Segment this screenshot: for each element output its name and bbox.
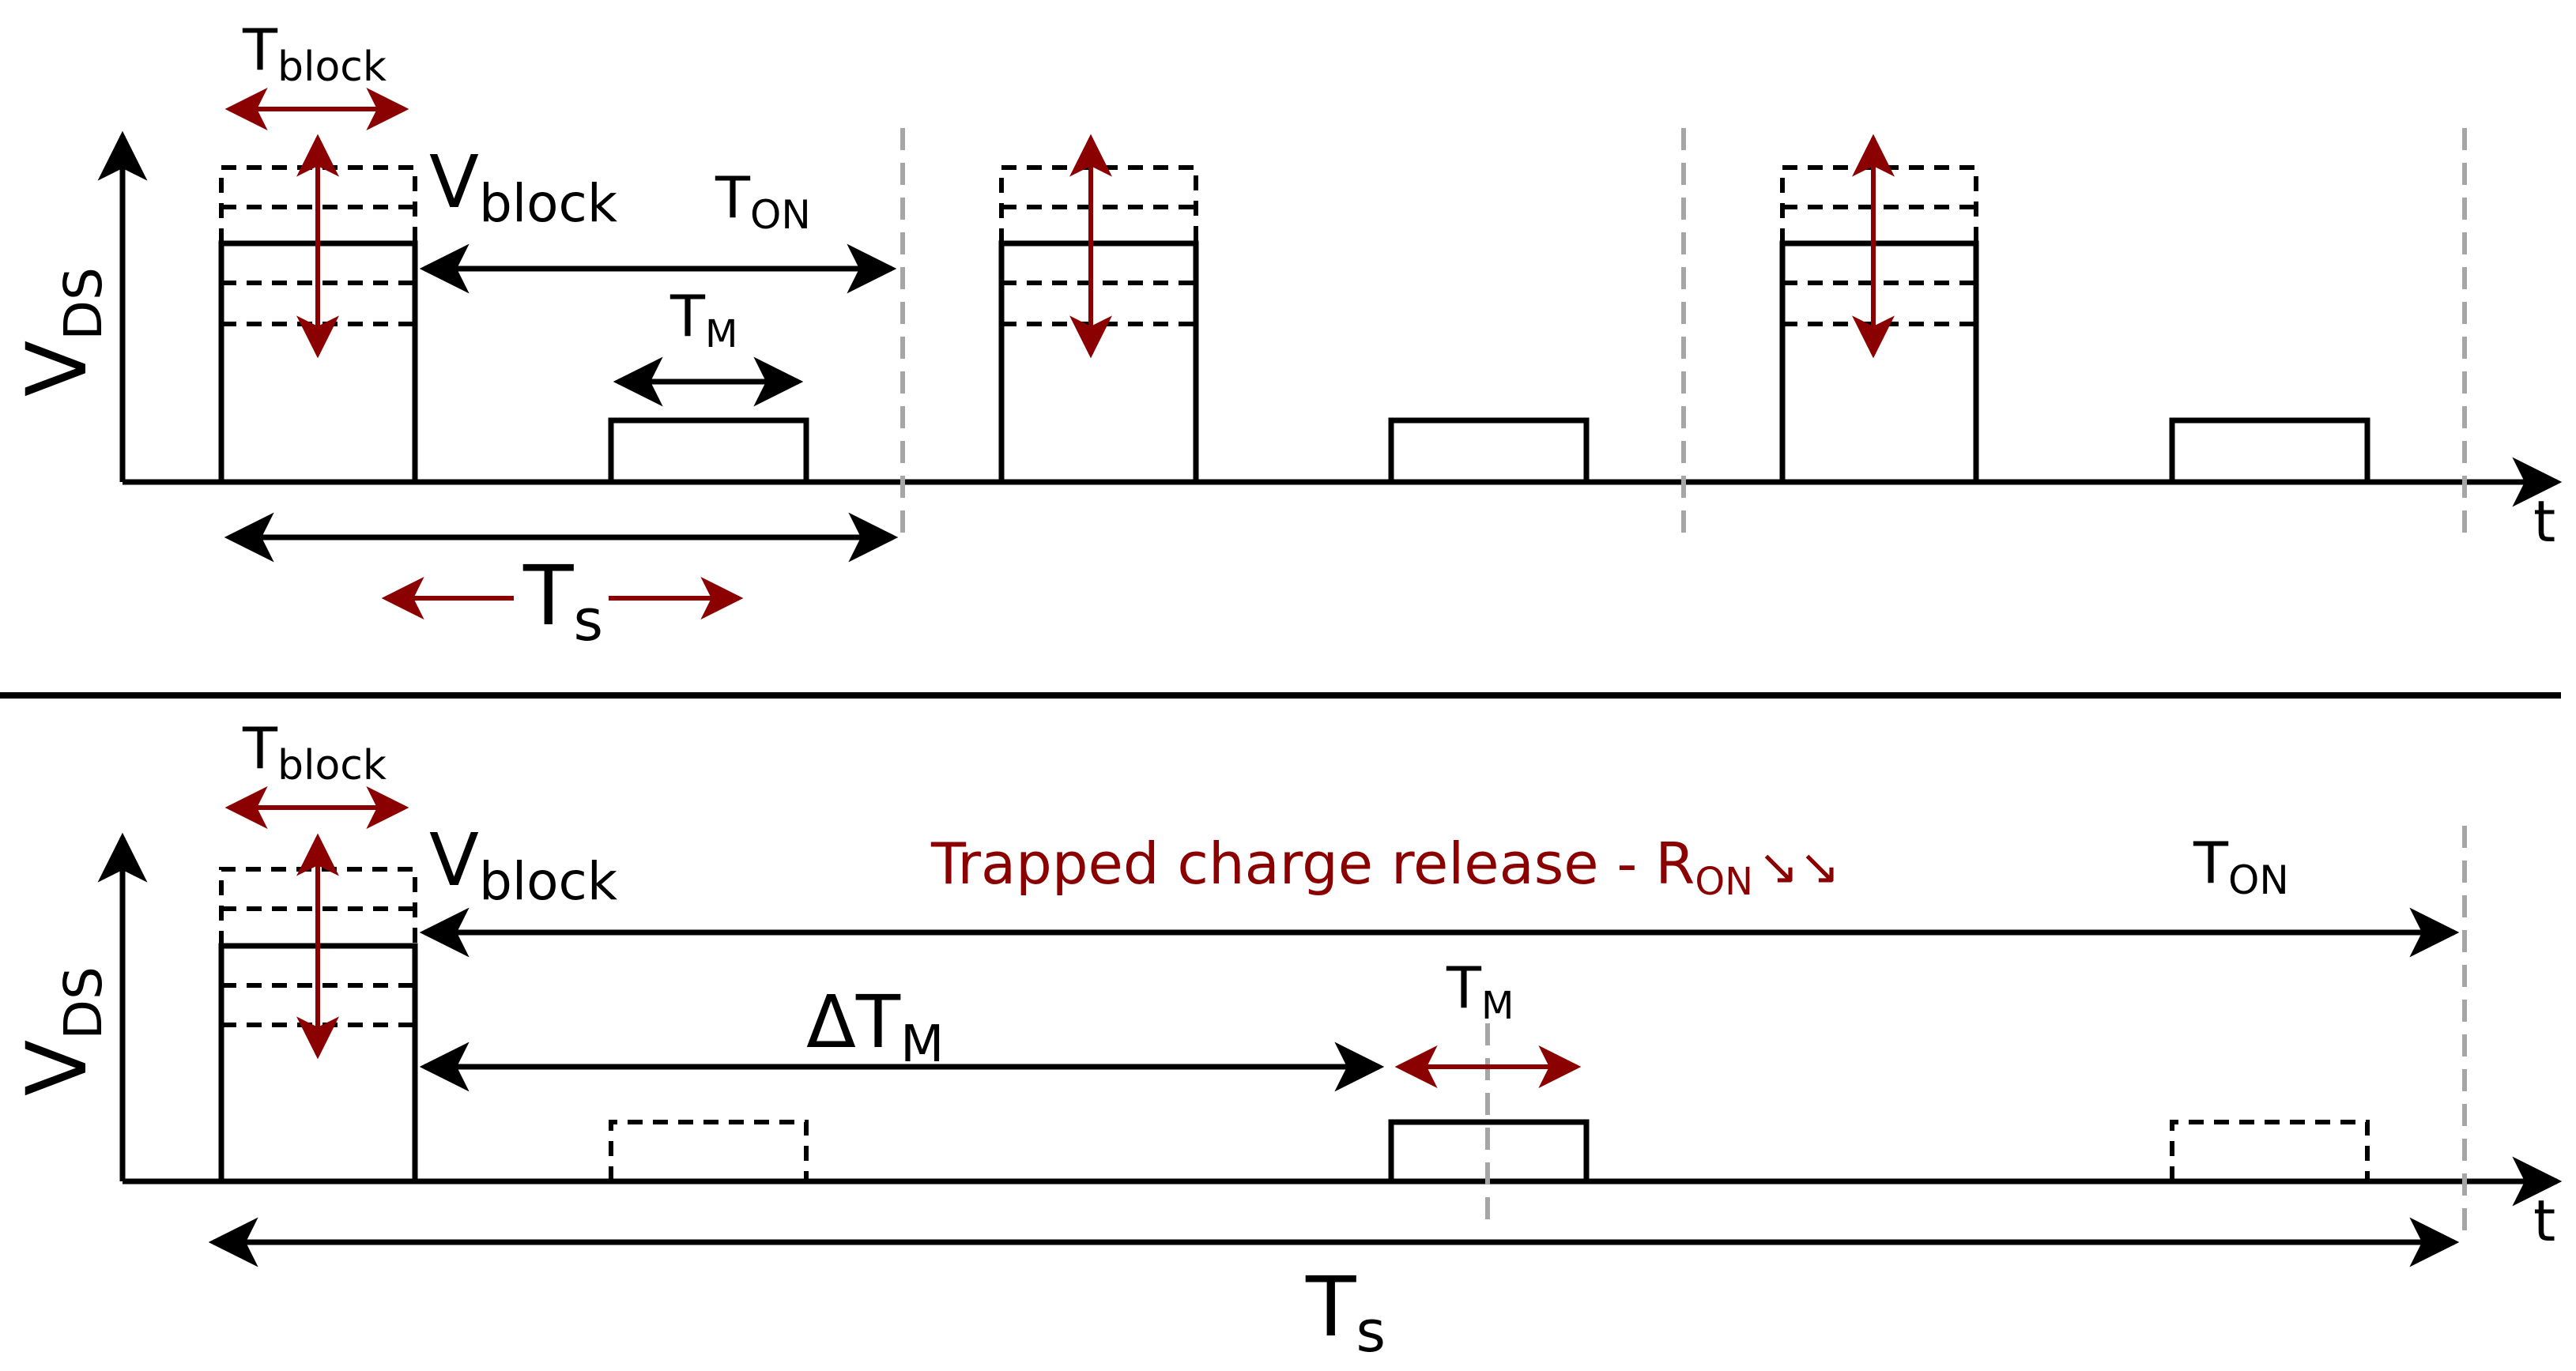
bottom-tm-label: TM xyxy=(1446,955,1514,1028)
top-vblock-label: Vblock xyxy=(429,140,618,234)
top-y-axis-label: VDS xyxy=(9,267,114,397)
trapped-charge-release-label: Trapped charge release - RON↘↘ xyxy=(930,831,1840,904)
top-measurement-pulse xyxy=(2169,417,2370,482)
bottom-measurement-pulse xyxy=(1388,1119,1590,1181)
bottom-delta-tm-label: ΔTM xyxy=(806,980,944,1074)
top-ts-label: Ts xyxy=(522,548,603,653)
top-ton-label: TON xyxy=(715,164,811,238)
bottom-vblock-label: Vblock xyxy=(429,818,618,912)
top-measurement-pulse xyxy=(608,417,809,482)
top-block-pulse xyxy=(998,240,1199,482)
bottom-ts-label: Ts xyxy=(1305,1259,1386,1365)
bottom-measurement-pulse-ghost xyxy=(2170,1120,2370,1181)
top-tm-label: TM xyxy=(669,283,737,356)
bottom-panel: VDS t Tblock Vblock Trapped xyxy=(9,715,2563,1365)
top-panel: VDS t xyxy=(9,17,2563,653)
bottom-tblock-label: Tblock xyxy=(242,715,387,789)
bottom-ton-label: TON xyxy=(2193,830,2289,903)
bottom-y-axis-label: VDS xyxy=(9,966,114,1096)
bottom-voltage-levels xyxy=(219,867,417,1027)
top-tblock-label: Tblock xyxy=(242,17,387,91)
bottom-measurement-pulse-ghost xyxy=(609,1120,809,1181)
top-voltage-levels xyxy=(219,165,1978,326)
top-block-pulse xyxy=(1779,240,1979,482)
bottom-x-axis-label: t xyxy=(2533,1188,2555,1254)
top-x-axis-label: t xyxy=(2533,488,2555,555)
top-measurement-pulse xyxy=(1388,417,1590,482)
